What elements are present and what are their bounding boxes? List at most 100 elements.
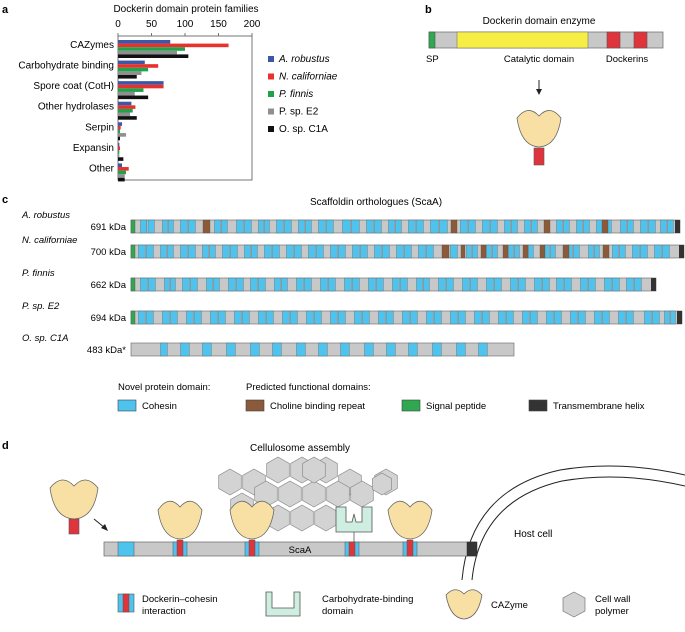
cohesin-domain [404,244,412,259]
bar [118,157,124,161]
bar [118,84,164,89]
signal-peptide-domain [130,219,136,234]
legend-swatch [268,126,274,132]
cohesin-domain [352,277,360,292]
bar [118,54,189,58]
transmembrane-swatch [528,399,548,412]
cohesin-domain [274,277,281,292]
cohesin-domain [506,310,514,325]
cohesin-domain [244,244,251,259]
bar [118,105,136,109]
cohesin-domain [396,244,404,259]
cohesin-domain [554,310,562,325]
bar [118,146,121,151]
host-cell-label: Host cell [514,529,552,540]
cohesin-domain [563,219,570,234]
organism-label: A. robustus [21,210,70,221]
cohesin-domain [318,219,326,234]
cohesin-domain [190,277,198,292]
choline-binding-domain [562,244,570,259]
cohesin-domain [236,277,244,292]
cohesin-domain [140,219,147,234]
choline-binding-domain [460,244,466,259]
scaa-label: ScaA [289,545,312,556]
cohesin-domain [556,219,563,234]
choline-swatch [245,399,265,412]
cell-wall-polymer [302,480,326,508]
signal-swatch [401,399,421,412]
organism-label: P. finnis [22,268,55,279]
cohesin-domain [378,310,386,325]
cell-wall-polymer [278,480,302,508]
cohesin-domain [588,277,596,292]
enzyme-title: Dockerin domain enzyme [483,16,596,27]
cohesin-domain [304,277,312,292]
sp-label: SP [426,54,439,65]
bar [118,88,144,92]
bar [118,163,123,168]
choline-binding-domain [450,219,458,234]
scaffoldin-title: Scaffoldin orthologues (ScaA) [310,197,442,208]
host-cell-membrane-inner [471,476,685,581]
cohesin-domain [542,277,550,292]
signal-peptide-domain [130,277,136,292]
signal-legend-label: Signal peptide [426,401,486,412]
cohesin-domain [221,219,228,234]
cohesin-domain [202,342,212,357]
cohesin-domain [430,219,439,234]
cohesin-domain [258,277,266,292]
cohesin-domain [258,310,266,325]
cohesin-domain [416,277,423,292]
cohesin-domain [194,310,202,325]
cohesin-domain [602,310,610,325]
cohesin-domain [272,244,280,259]
choline-binding-domain [539,244,546,259]
cohesin-domain [272,342,282,357]
x-tick-label: 0 [115,19,121,30]
cohesin-domain [138,310,146,325]
cohesin-domain [556,277,564,292]
arrow-icon [101,524,108,531]
cohesin-domain [492,244,498,259]
cohesin-domain [290,310,298,325]
organism-label: P. sp. E2 [22,301,60,312]
cohesin-domain [226,342,236,357]
cohesin-domain [188,244,196,259]
dockerin-domain [606,31,621,49]
cohesin-domain [180,342,190,357]
cohesin-domain [342,219,351,234]
bar [118,74,137,79]
cohesin-domain [462,277,470,292]
bar [118,133,127,137]
cohesin-domain [468,219,476,234]
cohesin-domain [426,310,434,325]
dockerin-domain [633,31,648,49]
cohesin-domain [251,244,258,259]
category-label: Carbohydrate binding [18,61,114,72]
cohesin-domain [618,310,626,325]
dc-legend-dockerin [122,593,130,613]
organism-label: N. californiae [22,235,77,246]
cohesin-domain [330,310,338,325]
bar [118,71,142,75]
signal-peptide-domain [130,244,136,259]
protein-size-label: 694 kDa [91,313,127,324]
cohesin-domain [344,277,352,292]
cohesin-domain [170,277,176,292]
cohesin-domain [511,219,518,234]
cohesin-domain [402,310,410,325]
choline-binding-domain [441,244,450,259]
chart-title: Dockerin domain protein families [113,4,258,15]
cohesin-domain [634,277,642,292]
cohesin-domain [276,219,284,234]
cohesin-domain [514,244,520,259]
choline-binding-domain [522,244,529,259]
cohesin-domain [360,244,368,259]
cohesin-domain [640,219,648,234]
cohesin-domain [146,310,154,325]
bar [118,81,164,85]
cohesin-domain [182,277,190,292]
protein-size-label: 691 kDa [91,222,127,233]
